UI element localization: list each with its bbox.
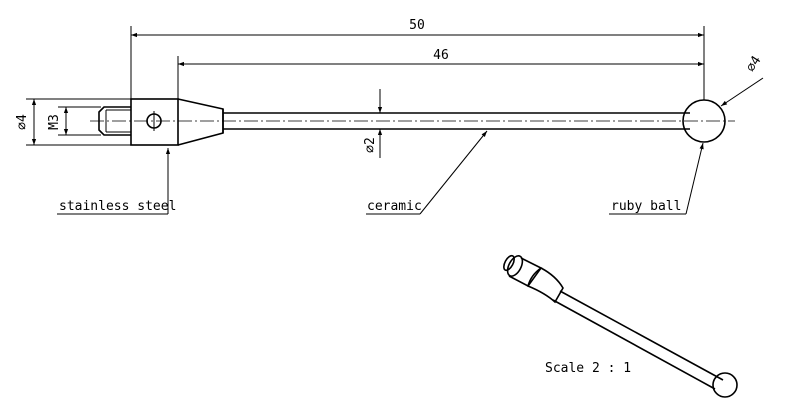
steel-body: [130, 98, 224, 146]
material-labels: stainless steel ceramic ruby ball: [57, 130, 704, 215]
dim-total-length: 50: [409, 18, 425, 33]
dim-ball-diameter: ⌀4: [744, 53, 765, 74]
iso-ruby-ball: [712, 372, 738, 398]
stylus-isometric-view: [503, 254, 738, 398]
dim-thread: M3: [47, 114, 62, 130]
ceramic-shaft: [222, 109, 690, 133]
label-ruby-ball: ruby ball: [611, 199, 681, 214]
stylus-main-view: [90, 98, 735, 146]
label-ceramic: ceramic: [367, 199, 422, 214]
dim-line-ball-diameter: [720, 77, 764, 107]
dimension-lines: 50 46 ⌀4 M3 ⌀2 ⌀4: [15, 18, 765, 158]
dim-shaft-length: 46: [433, 48, 449, 63]
scale-label: Scale 2 : 1: [545, 361, 631, 376]
thread-section: [98, 106, 131, 136]
dim-stylus-diameter: ⌀2: [363, 137, 378, 153]
dim-body-diameter: ⌀4: [15, 114, 30, 130]
label-stainless-steel: stainless steel: [59, 199, 176, 214]
